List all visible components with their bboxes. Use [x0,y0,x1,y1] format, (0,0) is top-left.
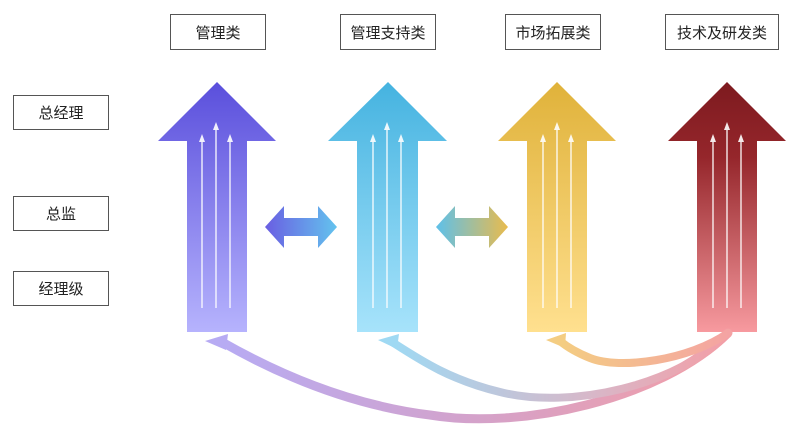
category-management: 管理类 [170,14,266,50]
category-management-support: 管理支持类 [340,14,436,50]
arrow-management-support [328,82,447,332]
arrow-market-expansion [498,82,616,332]
arrow-tech-rd [668,82,786,332]
category-market-expansion: 市场拓展类 [505,14,601,50]
double-arrow-support-market [436,206,508,248]
level-director: 总监 [13,196,109,231]
curve-tech-to-management [205,328,733,424]
category-tech-rd: 技术及研发类 [665,14,779,50]
curve-tech-to-market [546,329,732,367]
double-arrow-management-support [265,206,337,248]
arrow-management [158,82,276,332]
curve-tech-to-support [378,329,732,402]
level-general-manager: 总经理 [13,95,109,130]
level-manager: 经理级 [13,271,109,306]
